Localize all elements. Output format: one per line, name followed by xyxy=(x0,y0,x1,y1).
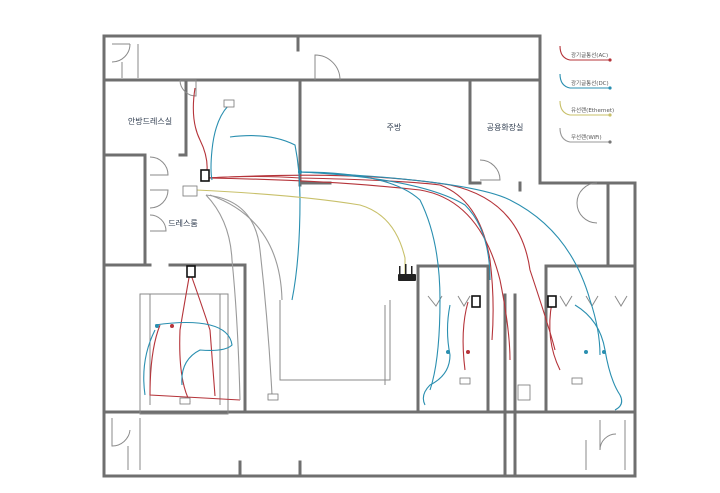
room-label-dress: 드레스룸 xyxy=(168,219,197,228)
legend-item-2: 광기글통선(DC) xyxy=(571,79,609,87)
walls xyxy=(102,34,637,478)
legend-item-3: 유선랜(Ethernet) xyxy=(571,106,614,114)
wires-blue xyxy=(143,105,623,411)
legend-item-1: 광기글통선(AC) xyxy=(571,51,608,59)
router-icon xyxy=(398,264,416,281)
devices xyxy=(179,99,583,405)
room-label-c: 공용화장실 xyxy=(487,122,524,132)
doors xyxy=(111,43,628,470)
wires-yellow xyxy=(195,189,406,276)
dots xyxy=(155,170,606,354)
room-label-a: 안방드레스실 xyxy=(128,116,172,126)
switch-boxes xyxy=(186,169,557,308)
legend-item-4: 무선랜(WiFi) xyxy=(571,133,602,141)
legend: 광기글통선(AC) 광기글통선(DC) 유선랜(Ethernet) 무선랜(Wi… xyxy=(559,45,614,144)
wires-red xyxy=(149,87,561,403)
wires-gray xyxy=(205,194,283,401)
room-label-kitchen: 주방 xyxy=(387,122,402,132)
